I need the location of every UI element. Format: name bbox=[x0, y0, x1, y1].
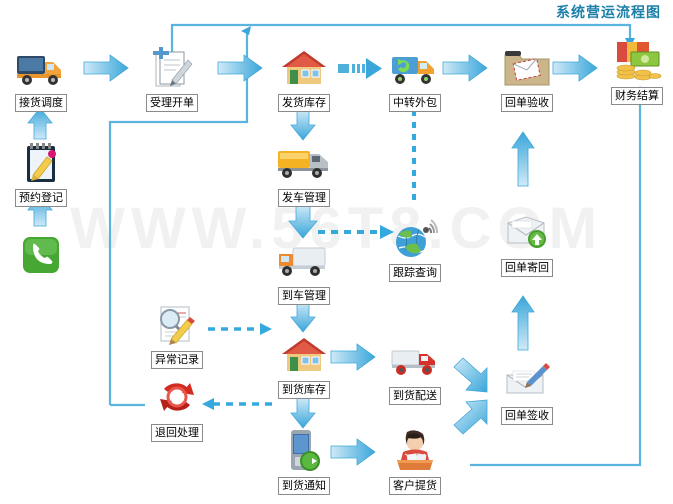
node-jiehuo-diaodu[interactable]: 接货调度 bbox=[4, 45, 78, 112]
node-daohuo-tongzhi[interactable]: 到货通知 bbox=[267, 428, 341, 495]
connector-yichang-daohuo bbox=[208, 323, 272, 335]
money-books-icon bbox=[600, 38, 673, 84]
orange-truck-icon bbox=[267, 238, 341, 284]
node-daohuo-kucun[interactable]: 到货库存 bbox=[267, 332, 341, 399]
green-phone-icon bbox=[4, 232, 78, 278]
arrow-shouli-fahuo bbox=[217, 54, 263, 82]
node-label: 发车管理 bbox=[278, 189, 330, 207]
node-label: 受理开单 bbox=[146, 94, 198, 112]
node-fahuo-kucun[interactable]: 发货库存 bbox=[267, 45, 341, 112]
node-label: 到货通知 bbox=[278, 477, 330, 495]
node-label: 接货调度 bbox=[15, 94, 67, 112]
node-label: 到车管理 bbox=[278, 287, 330, 305]
arrow-daohuo-tongzhi bbox=[290, 397, 316, 429]
node-huidan-qianshou[interactable]: 回单签收 bbox=[490, 358, 564, 425]
node-label: 回单验收 bbox=[501, 94, 553, 112]
arrow-fache-daoche bbox=[288, 204, 318, 239]
node-huidan-jihui[interactable]: 回单寄回 bbox=[490, 210, 564, 277]
node-label: 中转外包 bbox=[389, 94, 441, 112]
arrow-zhongzhuan-huidan bbox=[442, 54, 488, 82]
blue-truck-icon bbox=[4, 45, 78, 91]
customer-icon bbox=[378, 428, 452, 474]
node-label: 异常记录 bbox=[151, 351, 203, 369]
arrow-jiehuo-shouli bbox=[83, 54, 129, 82]
node-yuyue-dengji[interactable]: 预约登记 bbox=[4, 140, 78, 207]
node-genzong-chaxun[interactable]: 跟踪查询 bbox=[378, 215, 452, 282]
arrow-huidan-caiwu bbox=[552, 54, 598, 82]
node-daohuo-peisong[interactable]: 到货配送 bbox=[378, 338, 452, 405]
red-house-icon bbox=[267, 45, 341, 91]
node-label: 跟踪查询 bbox=[389, 264, 441, 282]
node-fache-guanli[interactable]: 发车管理 bbox=[267, 140, 341, 207]
arrow-kehu-qianshou bbox=[453, 399, 488, 435]
node-huidan-yanshou[interactable]: 回单验收 bbox=[490, 45, 564, 112]
node-label: 到货配送 bbox=[389, 387, 441, 405]
node-label: 财务结算 bbox=[611, 87, 663, 105]
red-return-arrows-icon bbox=[140, 375, 214, 421]
connector-fahuo-zhongzhuan bbox=[338, 58, 382, 79]
node-caiwu-jiesuan[interactable]: 财务结算 bbox=[600, 38, 673, 105]
connector-daohuo-tuihui bbox=[202, 398, 272, 410]
mobile-arrow-icon bbox=[267, 428, 341, 474]
node-daoche-guanli[interactable]: 到车管理 bbox=[267, 238, 341, 305]
arrow-yuyue-jiehuo bbox=[27, 107, 53, 140]
node-yichang-jilu[interactable]: 异常记录 bbox=[140, 302, 214, 369]
globe-signal-icon bbox=[378, 215, 452, 261]
node-shouli-kaidan[interactable]: 受理开单 bbox=[135, 45, 209, 112]
node-label: 退回处理 bbox=[151, 424, 203, 442]
notepad-pencil-icon bbox=[4, 140, 78, 186]
node-label: 预约登记 bbox=[15, 189, 67, 207]
node-label: 回单寄回 bbox=[501, 259, 553, 277]
arrow-daoche-daohuo bbox=[290, 301, 316, 333]
node-phone[interactable] bbox=[4, 232, 78, 278]
document-pen-icon bbox=[135, 45, 209, 91]
magnifier-pen-icon bbox=[140, 302, 214, 348]
connector-fache-genzong bbox=[318, 225, 394, 239]
yellow-truck-icon bbox=[267, 140, 341, 186]
folder-envelope-icon bbox=[490, 45, 564, 91]
page-title: 系统营运流程图 bbox=[556, 5, 661, 21]
arrow-daohuo-peisong bbox=[330, 343, 376, 371]
arrow-jihui-yanshou bbox=[511, 131, 535, 187]
node-label: 到货库存 bbox=[278, 381, 330, 399]
node-label: 发货库存 bbox=[278, 94, 330, 112]
arrow-fahuo-fache bbox=[290, 109, 316, 141]
arrow-qianshou-jihui bbox=[511, 295, 535, 351]
node-tuihui-chuli[interactable]: 退回处理 bbox=[140, 375, 214, 442]
red-delivery-truck-icon bbox=[378, 338, 452, 384]
arrow-tongzhi-kehu bbox=[330, 438, 376, 466]
node-zhongzhuan-waibao[interactable]: 中转外包 bbox=[378, 45, 452, 112]
node-label: 客户提货 bbox=[389, 477, 441, 495]
envelope-up-icon bbox=[490, 210, 564, 256]
arrow-peisong-qianshou bbox=[453, 357, 488, 393]
transfer-truck-icon bbox=[378, 45, 452, 91]
red-house-icon bbox=[267, 332, 341, 378]
node-label: 回单签收 bbox=[501, 407, 553, 425]
node-kehu-tihuo[interactable]: 客户提货 bbox=[378, 428, 452, 495]
envelope-pen-icon bbox=[490, 358, 564, 404]
